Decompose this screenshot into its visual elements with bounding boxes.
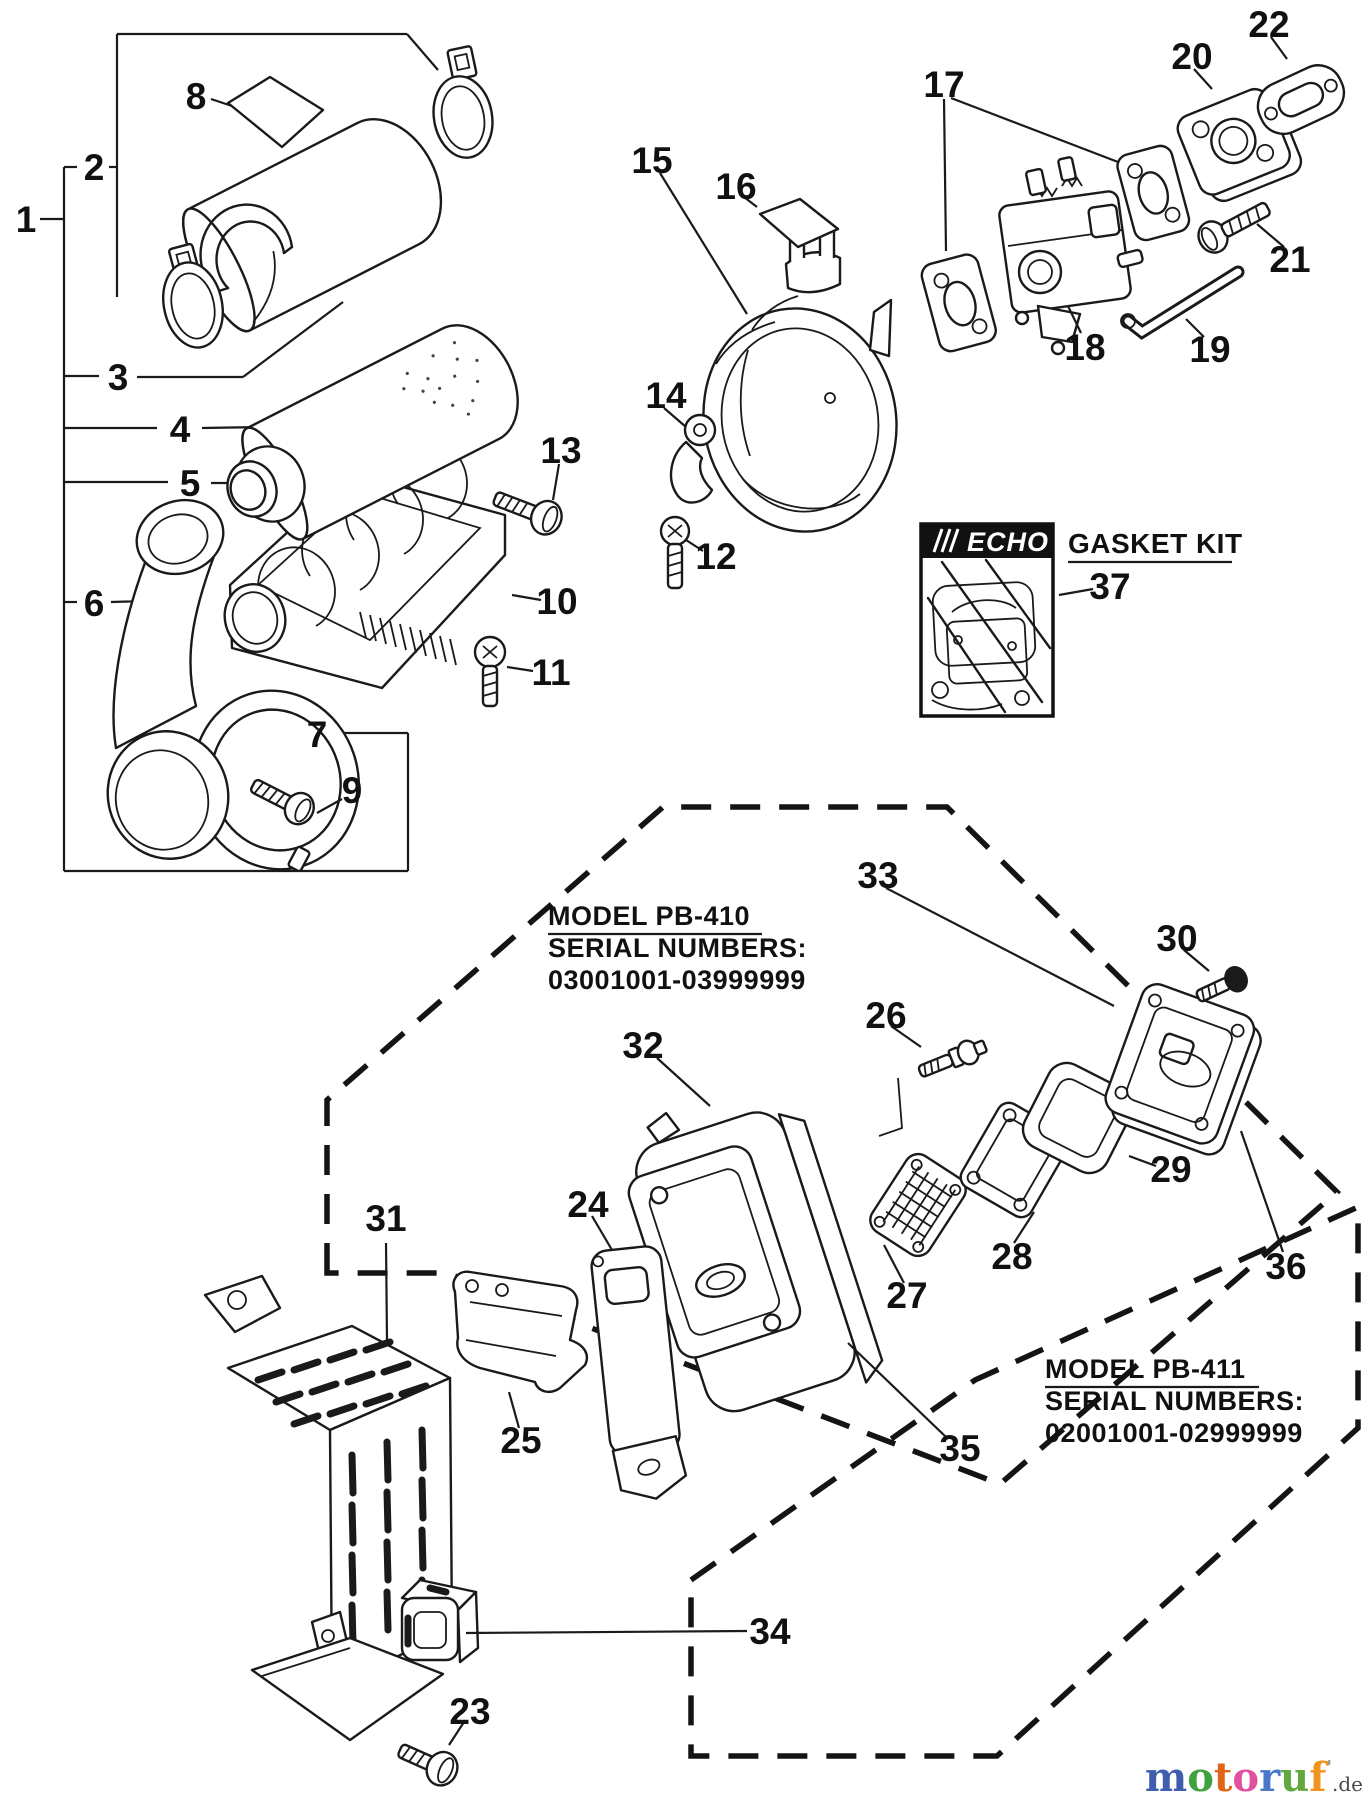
part-label-15: 15 <box>631 140 672 181</box>
watermark-tick: ' <box>1326 1757 1332 1778</box>
watermark-letter: f <box>1309 1754 1327 1800</box>
part-label-32: 32 <box>622 1025 663 1066</box>
wrench-19-drawing <box>1120 265 1245 340</box>
part-label-8: 8 <box>186 76 207 117</box>
part-label-30: 30 <box>1156 918 1197 959</box>
lower-clamp-ring <box>162 242 224 349</box>
gasket-17a-drawing <box>920 253 997 353</box>
watermark-logo: motoruf'.de <box>1145 1758 1363 1798</box>
part-label-4: 4 <box>170 409 191 450</box>
part-label-17: 17 <box>923 64 964 105</box>
bolt-21 <box>1197 201 1271 254</box>
part-label-11: 11 <box>531 652 570 693</box>
part-label-10: 10 <box>536 581 577 622</box>
watermark-letter: o <box>1187 1754 1214 1800</box>
part-label-5: 5 <box>180 463 201 504</box>
pb411-serial-heading: SERIAL NUMBERS: <box>1045 1386 1304 1416</box>
carburetor-drawing <box>998 156 1144 356</box>
gasket-29-drawing <box>1021 1061 1135 1175</box>
part-label-34: 34 <box>749 1611 791 1652</box>
part-label-6: 6 <box>84 583 105 624</box>
watermark-letter: o <box>1232 1754 1260 1800</box>
fan-case-ring-drawing <box>702 224 898 533</box>
part-number-labels: 1 2 3 4 5 6 7 8 9 10 11 12 13 14 15 16 1… <box>16 4 1311 1732</box>
clip-14-drawing <box>669 413 717 504</box>
screw-23 <box>397 1743 459 1787</box>
screw-11 <box>473 635 507 708</box>
part-label-7: 7 <box>307 714 328 755</box>
muffler-plate-24-drawing <box>590 1245 688 1500</box>
intake-grommet-drawing <box>226 445 306 523</box>
bolt-30 <box>1195 966 1248 1003</box>
screw-12 <box>659 515 691 590</box>
part-label-14: 14 <box>645 375 687 416</box>
part-label-1: 1 <box>16 199 37 240</box>
pb410-text-block: MODEL PB-410 SERIAL NUMBERS: 03001001-03… <box>548 901 807 995</box>
watermark-letter: r <box>1259 1754 1281 1800</box>
part-label-29: 29 <box>1150 1149 1191 1190</box>
gasket-17b-drawing <box>1116 144 1191 242</box>
pb411-model-line: MODEL PB-411 <box>1045 1354 1246 1384</box>
elbow-clamp-ring <box>192 689 360 873</box>
screw-9 <box>250 778 315 826</box>
part-label-28: 28 <box>991 1236 1032 1277</box>
muffler-plate-25-drawing <box>452 1270 589 1394</box>
cushion-34-drawing <box>400 1578 480 1664</box>
part-label-23: 23 <box>449 1691 490 1732</box>
upper-clamp-ring <box>432 45 494 159</box>
bracket-louvres <box>254 1338 430 1428</box>
part-label-21: 21 <box>1269 239 1310 280</box>
cover-label-sticker <box>226 75 325 149</box>
part-label-37: 37 <box>1089 566 1130 607</box>
watermark-letter: t <box>1213 1754 1233 1800</box>
muffler-bracket-31-drawing <box>203 1274 454 1742</box>
part-label-18: 18 <box>1064 327 1105 368</box>
part-label-19: 19 <box>1189 329 1230 370</box>
part-label-12: 12 <box>695 536 736 577</box>
bolt-26-pointer <box>878 1077 903 1137</box>
part-label-13: 13 <box>540 430 581 471</box>
part-label-3: 3 <box>108 357 129 398</box>
part-label-22: 22 <box>1248 4 1289 45</box>
pb410-serial-range: 03001001-03999999 <box>548 965 806 995</box>
part-label-24: 24 <box>567 1184 609 1225</box>
pb410-model-line: MODEL PB-410 <box>548 901 750 931</box>
part-label-36: 36 <box>1265 1246 1306 1287</box>
watermark-letter: m <box>1144 1754 1188 1800</box>
bolt-26 <box>917 1039 988 1078</box>
watermark-letter: u <box>1280 1754 1310 1800</box>
case-vent-slots <box>359 611 457 666</box>
exhaust-cover-drawing <box>1104 983 1262 1156</box>
bracket-vent-slots <box>348 1426 427 1647</box>
spark-screen-27-drawing <box>869 1152 967 1258</box>
element-stipple <box>402 341 480 416</box>
part-label-26: 26 <box>865 995 906 1036</box>
part-label-25: 25 <box>500 1420 541 1461</box>
exhaust-gasket-22-drawing <box>1256 64 1346 136</box>
part-label-20: 20 <box>1171 36 1212 77</box>
pb411-serial-range: 02001001-02999999 <box>1045 1418 1303 1448</box>
part-label-2: 2 <box>84 147 105 188</box>
part-label-35: 35 <box>939 1428 980 1469</box>
part-label-16: 16 <box>715 166 756 207</box>
pb411-text-block: MODEL PB-411 SERIAL NUMBERS: 02001001-02… <box>1045 1354 1304 1448</box>
gasket-kit-title: GASKET KIT <box>1068 528 1243 559</box>
fan-case-sticker <box>758 197 840 249</box>
watermark-suffix: .de <box>1332 1772 1363 1796</box>
intake-elbow-drawing <box>106 498 230 860</box>
part-label-31: 31 <box>365 1198 406 1239</box>
echo-logo-text: ECHO <box>967 527 1049 557</box>
screen-mesh <box>882 1165 957 1246</box>
pb410-serial-heading: SERIAL NUMBERS: <box>548 933 807 963</box>
gasket-kit-contents <box>926 558 1052 714</box>
screw-13 <box>492 491 563 536</box>
gasket-kit-box: ECHO <box>919 522 1055 718</box>
pb411-region-outline <box>688 1202 1361 1759</box>
part-label-33: 33 <box>857 855 898 896</box>
part-label-9: 9 <box>342 770 363 811</box>
leader-lines <box>210 36 1288 1746</box>
part-label-27: 27 <box>886 1275 927 1316</box>
